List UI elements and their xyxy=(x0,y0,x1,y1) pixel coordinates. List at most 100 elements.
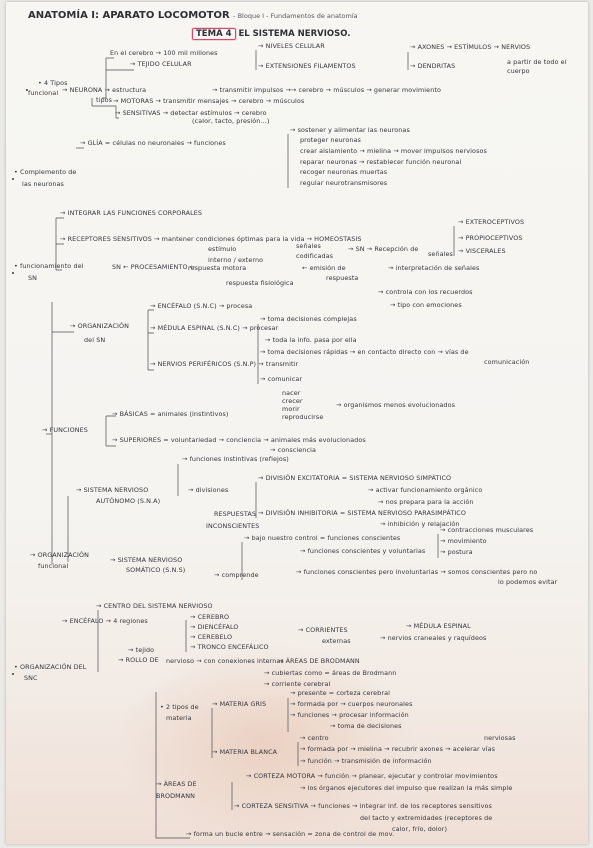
note-line: → cubiertas como = áreas de Brodmann xyxy=(264,669,397,677)
note-line: → PROPIOCEPTIVOS xyxy=(458,234,523,242)
note-line: → postura xyxy=(440,548,473,556)
note-line: proteger neuronas xyxy=(300,136,361,144)
note-line: SN ← PROCESAMIENTO ← xyxy=(112,263,196,271)
paper-stain xyxy=(116,642,416,842)
note-line: → ORGANIZACIÓN xyxy=(70,322,130,330)
note-line: cuerpo xyxy=(507,67,530,75)
note-line: → ROLLO DE xyxy=(118,656,159,664)
note-line: → toma decisiones rápidas → en contacto … xyxy=(260,348,469,356)
note-line: tipos xyxy=(96,96,113,104)
note-line: → VISCERALES xyxy=(458,247,506,255)
note-line: nervioso → con conexiones internas xyxy=(166,657,284,665)
note-line: → EXTENSIONES FILAMENTOS xyxy=(258,62,356,70)
note-line: → formada por → mielina → recubrir axone… xyxy=(300,745,496,753)
note-line: → tejido xyxy=(128,646,155,654)
note-line: → funciones → procesar información xyxy=(290,711,409,719)
bullet-dot xyxy=(12,272,14,274)
note-line: reparar neuronas → restablecer función n… xyxy=(300,158,462,166)
note-line: → CEREBELO xyxy=(190,633,233,641)
note-line: → toma decisiones complejas xyxy=(260,315,357,323)
note-line: funcional xyxy=(28,89,59,97)
note-line: → SN → Recepción de xyxy=(348,245,419,253)
note-line: SOMÁTICO (S.N.S) xyxy=(126,566,186,574)
note-line: → TEJIDO CELULAR xyxy=(130,60,192,68)
note-line: → función → transmisión de información xyxy=(300,757,432,765)
note-line: → CORRIENTES xyxy=(298,626,348,634)
note-line: → corriente cerebral xyxy=(264,680,331,688)
note-line: → comprende xyxy=(214,571,259,579)
note-line: señales xyxy=(428,250,453,258)
note-line: → AXONES → ESTÍMULOS → NERVIOS xyxy=(410,43,531,51)
bullet-dot xyxy=(12,673,14,675)
note-line: → ÁREAS DE BRODMANN xyxy=(278,657,360,665)
note-line: → funciones instintivas (reflejos) xyxy=(182,455,289,463)
note-line: las neuronas xyxy=(22,180,64,188)
note-line: → CENTRO DEL SISTEMA NERVIOSO xyxy=(96,602,213,610)
note-line: → contracciones musculares xyxy=(440,526,534,534)
bullet-dot xyxy=(26,89,28,91)
note-line: → SISTEMA NERVIOSO xyxy=(110,556,183,564)
note-line: crear aislamiento → mielina → mover impu… xyxy=(300,147,487,155)
note-line: → tipo con emociones xyxy=(390,301,462,309)
note-line: → activar funcionamiento orgánico xyxy=(368,486,483,494)
note-line: estímulo xyxy=(208,245,237,253)
note-line: → DIVISIÓN EXCITATORIA = SISTEMA NERVIOS… xyxy=(258,474,452,482)
note-line: → CORTEZA SENSITIVA → funciones → integr… xyxy=(234,802,492,810)
note-line: → sostener y alimentar las neuronas xyxy=(290,126,410,134)
subtitle-text: - Bloque I - Fundamentos de anatomía xyxy=(233,12,358,20)
note-line: AUTÓNOMO (S.N.A) xyxy=(96,497,161,505)
note-line: → funciones conscientes pero involuntari… xyxy=(296,568,538,576)
note-line: (calor, tacto, presión...) xyxy=(192,117,270,125)
note-line: interno / externo xyxy=(208,256,264,264)
note-line: → nos prepara para la acción xyxy=(378,498,474,506)
note-line: → ENCÉFALO (S.N.C) → procesa xyxy=(150,302,253,310)
note-line: → los órganos ejecutores del impulso que… xyxy=(300,784,513,792)
note-line: SNC xyxy=(24,674,38,682)
mindmap-connectors xyxy=(46,50,455,839)
note-line: → MATERIA BLANCA xyxy=(212,748,278,756)
note-line: respuesta fisiológica xyxy=(226,279,294,287)
note-line: → DIENCÉFALO xyxy=(190,623,239,631)
title-text: ANATOMÍA I: APARATO LOCOMOTOR xyxy=(28,10,230,21)
note-line: En el cerebro → 100 mil millones xyxy=(110,49,218,57)
note-line: → funciones conscientes y voluntarias xyxy=(300,547,426,555)
note-line: → SENSITIVAS → detectar estímulos → cere… xyxy=(115,109,267,117)
note-line: a partir de todo el xyxy=(507,58,567,66)
note-line: lo podemos evitar xyxy=(498,578,558,586)
note-line: • Complemento de xyxy=(14,168,77,176)
note-line: → SISTEMA NERVIOSO xyxy=(76,486,149,494)
note-line: → DIVISIÓN INHIBITORIA = SISTEMA NERVIOS… xyxy=(258,509,466,517)
note-line: • 2 tipos de xyxy=(160,703,199,711)
note-line: → DENDRITAS xyxy=(410,62,456,70)
note-line: → transmitir impulsos →→ cerebro → múscu… xyxy=(212,86,441,94)
note-line: → RECEPTORES SENSITIVOS → mantener condi… xyxy=(60,235,362,243)
note-line: materia xyxy=(166,714,192,722)
note-line: → consciencia xyxy=(270,446,316,454)
note-line: → NEURONA → estructura xyxy=(62,86,147,94)
note-line: → ORGANIZACIÓN xyxy=(30,551,90,559)
note-line: → toma de decisiones xyxy=(330,722,402,730)
note-line: señales xyxy=(296,242,321,250)
note-line: → CORTEZA MOTORA → función → planear, ej… xyxy=(246,772,498,780)
note-line: codificadas xyxy=(296,252,334,260)
note-line: → EXTEROCEPTIVOS xyxy=(458,218,525,226)
note-line: externas xyxy=(322,637,351,645)
note-line: comunicación xyxy=(484,358,530,366)
note-line: regular neurotransmisores xyxy=(300,179,388,187)
note-line: • ORGANIZACIÓN DEL xyxy=(14,663,87,671)
note-line: → NERVIOS PERIFÉRICOS (S.N.P) → transmit… xyxy=(150,360,299,368)
note-line: → TRONCO ENCEFÁLICO xyxy=(190,643,269,651)
note-line: → toda la info. pasa por ella xyxy=(265,336,357,344)
bullet-dot xyxy=(12,178,14,180)
note-line: • 4 Tipos xyxy=(38,79,68,87)
note-line: reproducirse xyxy=(282,413,324,421)
note-line: → bajo nuestro control = funciones consc… xyxy=(244,534,401,542)
note-line: → MÉDULA ESPINAL xyxy=(406,622,471,630)
note-line: morir xyxy=(282,405,300,413)
note-line: → centro xyxy=(300,734,329,742)
note-line: → ÁREAS DE xyxy=(156,780,197,788)
notebook-page: ANATOMÍA I: APARATO LOCOMOTOR - Bloque I… xyxy=(6,2,588,844)
note-line: recoger neuronas muertas xyxy=(300,168,388,176)
note-line: RESPUESTAS xyxy=(214,510,256,518)
note-line: → CEREBRO xyxy=(190,613,230,621)
